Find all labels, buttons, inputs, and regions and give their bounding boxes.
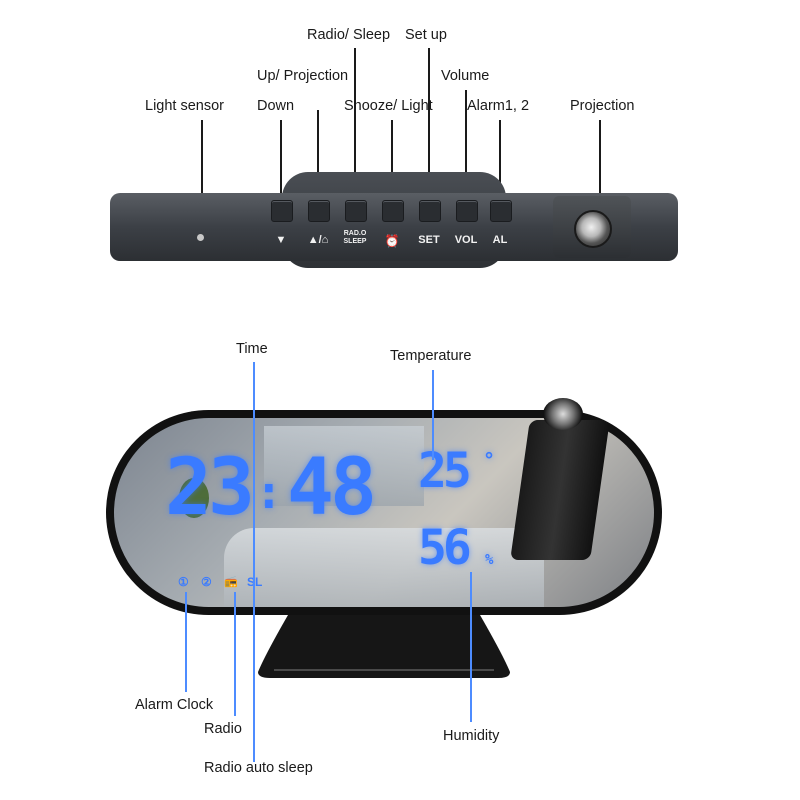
callout-line xyxy=(432,370,434,460)
callout-line xyxy=(499,120,501,202)
label-alarm-clock: Alarm Clock xyxy=(135,697,214,713)
radio-status-icon: 📻 xyxy=(224,576,238,588)
set-label: SET xyxy=(418,234,440,246)
label-projection: Projection xyxy=(570,98,635,114)
snooze-bell-icon: ⏰ xyxy=(384,234,400,248)
temperature-unit: ° xyxy=(483,448,495,472)
sleep-status-icon: SL xyxy=(247,575,263,589)
label-down: Down xyxy=(257,98,295,114)
time-minutes: 48 xyxy=(287,443,377,533)
callout-line xyxy=(185,592,187,692)
vol-label: VOL xyxy=(454,234,478,246)
alarm2-status-icon: ② xyxy=(201,575,212,589)
time-hours: 23 xyxy=(165,443,255,533)
time-colon: : xyxy=(255,465,283,519)
projection-lens-icon[interactable] xyxy=(574,210,612,248)
callout-line xyxy=(599,120,601,210)
callout-line xyxy=(280,120,282,202)
callout-line xyxy=(465,90,467,202)
up-projection-button[interactable] xyxy=(308,200,330,222)
label-snooze-light: Shooze/ Light xyxy=(344,98,433,114)
light-sensor-icon xyxy=(197,234,204,241)
temperature-value: 25 xyxy=(418,443,472,499)
snooze-light-button[interactable] xyxy=(382,200,404,222)
label-time: Time xyxy=(236,341,268,357)
callout-line xyxy=(470,572,472,722)
callout-line xyxy=(234,592,236,716)
reflection-plant xyxy=(179,478,209,518)
label-set-up: Set up xyxy=(405,27,447,43)
label-light-sensor: Light sensor xyxy=(145,98,224,114)
label-radio-auto-sleep: Radio auto sleep xyxy=(204,760,313,776)
label-radio-sleep: Radio/ Sleep xyxy=(307,27,391,43)
radio-sleep-button[interactable] xyxy=(345,200,367,222)
label-radio: Radio xyxy=(204,721,242,737)
callout-line xyxy=(317,110,319,202)
callout-line xyxy=(253,362,255,762)
label-temperature: Temperature xyxy=(390,348,472,364)
label-alarm: Alarm1, 2 xyxy=(467,98,530,114)
down-button[interactable] xyxy=(271,200,293,222)
label-up-projection: Up/ Projection xyxy=(257,68,349,84)
callout-line xyxy=(354,48,356,202)
humidity-value: 56 xyxy=(418,520,472,576)
radio-sleep-icon: RAD.O SLEEP xyxy=(340,230,370,246)
up-projection-icon: ▲/⌂ xyxy=(307,234,329,246)
mirror-display xyxy=(114,418,654,607)
reflection-window xyxy=(264,426,424,506)
volume-button[interactable] xyxy=(456,200,478,222)
radio-text: RAD.O xyxy=(343,230,367,237)
clock-body xyxy=(106,410,662,615)
callout-line xyxy=(428,48,430,202)
clock-stand xyxy=(248,610,520,680)
label-humidity: Humidity xyxy=(443,728,500,744)
callout-line xyxy=(201,120,203,232)
projector-lens-icon xyxy=(543,398,583,430)
sleep-text: SLEEP xyxy=(343,238,367,245)
humidity-unit: % xyxy=(485,552,494,568)
set-button[interactable] xyxy=(419,200,441,222)
al-label: AL xyxy=(492,234,508,246)
down-arrow-icon: ▼ xyxy=(275,234,287,246)
alarm-button[interactable] xyxy=(490,200,512,222)
reflection-bed xyxy=(224,528,544,607)
callout-line xyxy=(391,120,393,202)
label-volume: Volume xyxy=(441,68,490,84)
alarm1-status-icon: ① xyxy=(178,575,189,589)
